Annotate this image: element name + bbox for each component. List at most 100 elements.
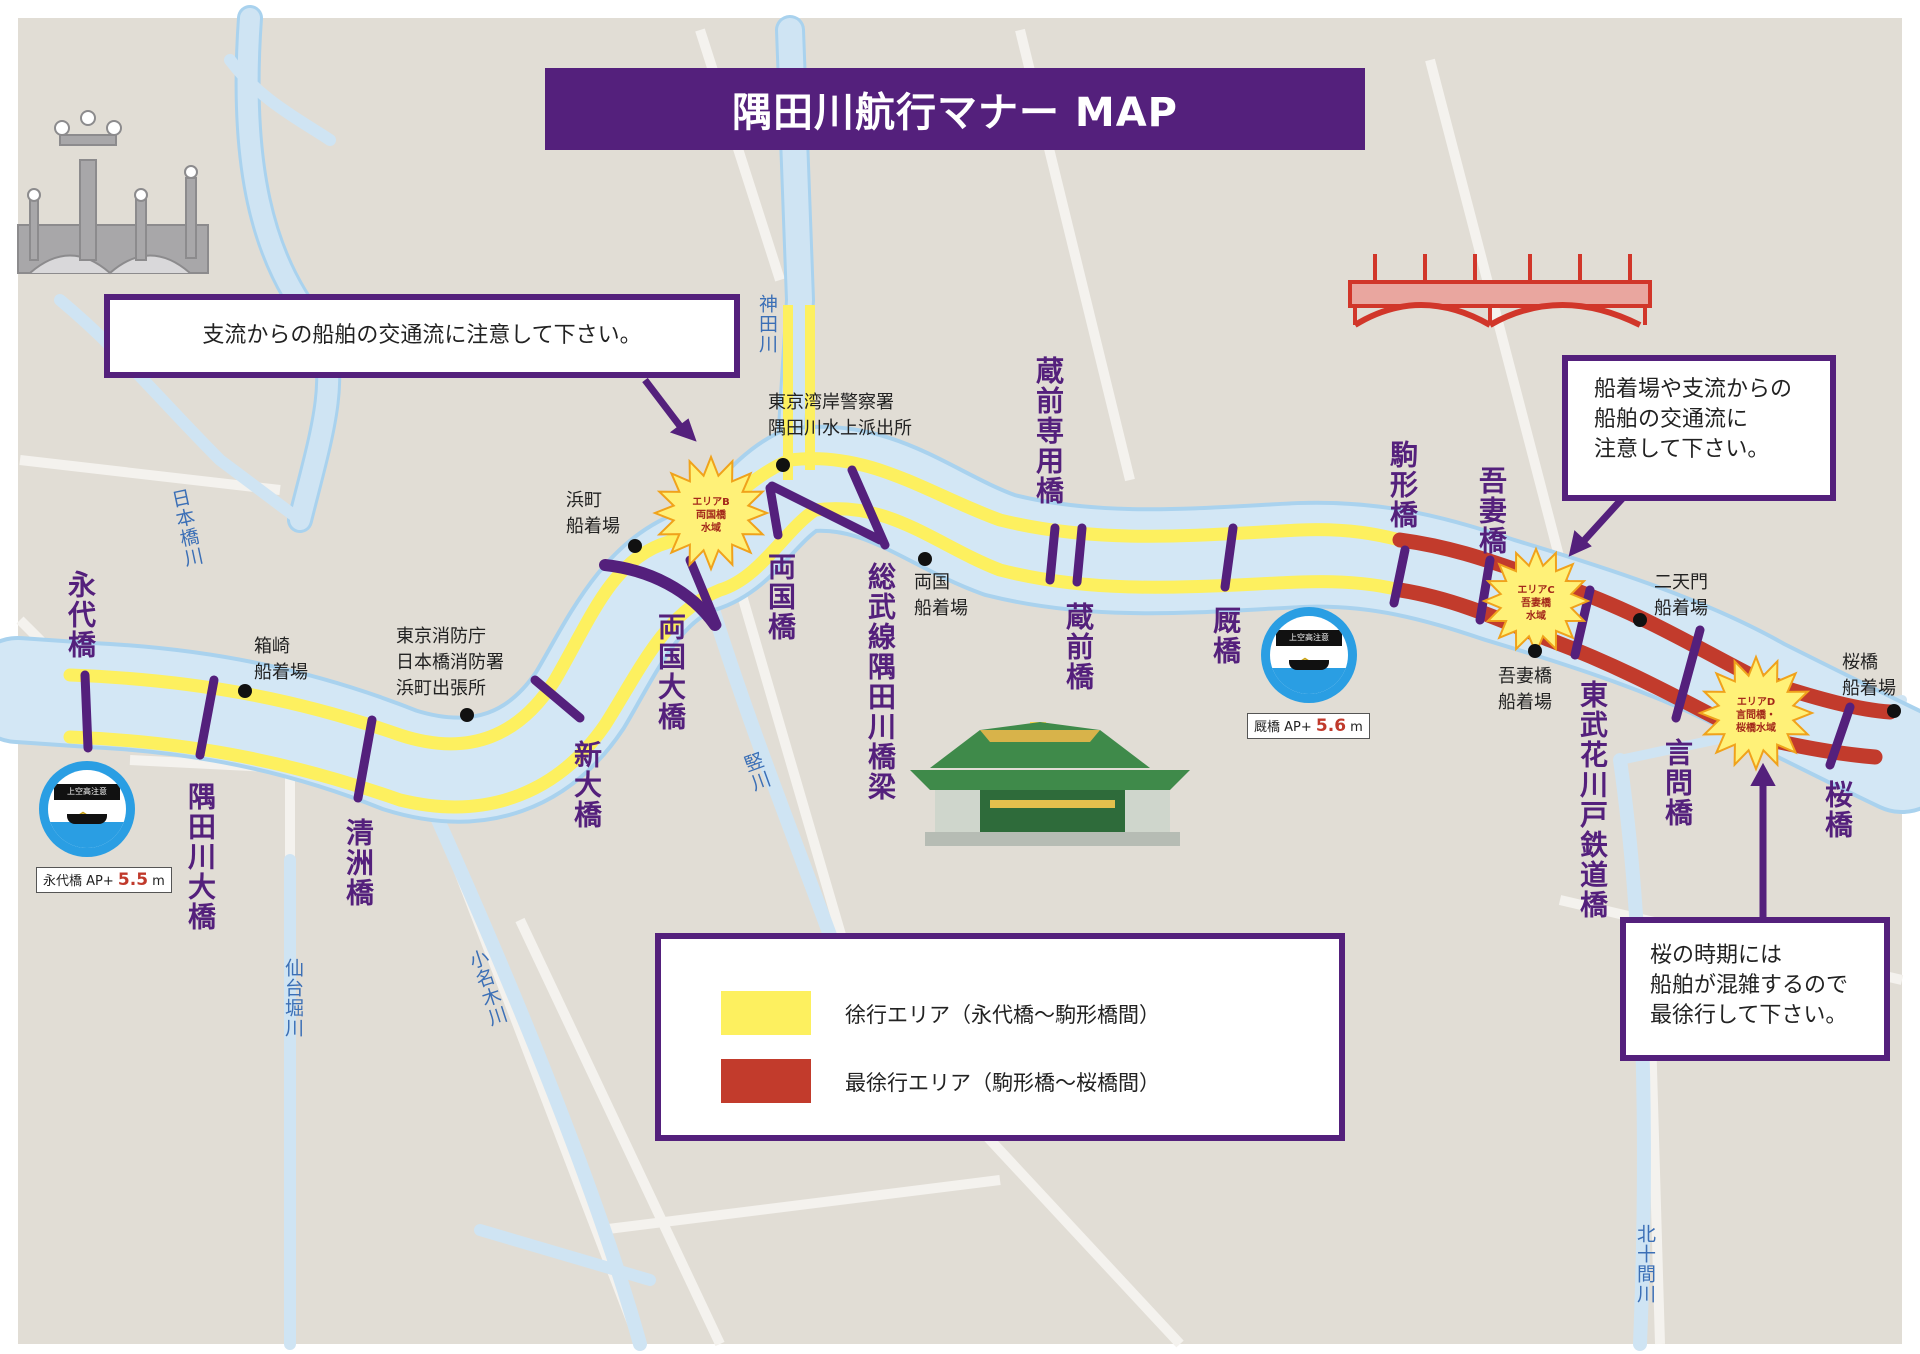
place-fire-station: 東京消防庁 日本橋消防署 浜町出張所 [396, 624, 504, 702]
place-line: 二天門 [1654, 572, 1708, 593]
callout-tributary-text: 支流からの船舶の交通流に注意して下さい。 [202, 323, 642, 348]
area-d-badge: エリアD 言問橋・ 桜橋水域 [1711, 668, 1801, 758]
water-icon [48, 822, 126, 848]
clearance-unit: m [152, 874, 165, 889]
area-line: エリアB [692, 497, 730, 508]
pier-dot-hamacho [628, 539, 642, 553]
place-nitenmon: 二天門 船着場 [1654, 570, 1708, 622]
callout-sakura: 桜の時期には 船舶が混雑するので 最徐行して下さい。 [1620, 917, 1890, 1061]
water-icon [1270, 668, 1348, 694]
bridge-label-sumidagawa-ohashi: 隅田川大橋 [184, 782, 217, 932]
legend: 徐行エリア（永代橋〜駒形橋間） 最徐行エリア（駒形橋〜桜橋間） [655, 933, 1345, 1141]
place-line: 浜町出張所 [396, 678, 486, 699]
area-c-badge: エリアC 吾妻橋 水域 [1491, 556, 1581, 646]
place-dot-police [776, 458, 790, 472]
pier-dot-hakozaki [238, 684, 252, 698]
bridge-label-tobu: 東武花川戸鉄道橋 [1576, 680, 1609, 920]
place-line: 箱崎 [254, 636, 290, 657]
clearance-label: 厩橋 AP+ [1254, 720, 1312, 735]
bridge-label-kototoi: 言問橋 [1661, 738, 1694, 828]
area-b-text: エリアB 両国橋 水域 [666, 496, 756, 535]
sign-text: 上空高注意 [54, 784, 120, 800]
boat-icon [67, 814, 107, 824]
river-label-kitajukken: 北十間川 [1634, 1224, 1656, 1304]
place-line: 船着場 [914, 598, 968, 619]
bridge-label-ryogoku: 両国橋 [764, 552, 797, 642]
callout-sakura-line: 桜の時期には [1650, 943, 1783, 968]
place-ryogoku-pier: 両国 船着場 [914, 570, 968, 622]
place-dot-fire-station [460, 708, 474, 722]
callout-pier-line: 船着場や支流からの [1594, 377, 1793, 402]
place-line: 東京湾岸警察署 [768, 392, 894, 413]
river-label-kanda: 神田川 [756, 294, 778, 354]
clearance-value: 5.5 [117, 870, 149, 890]
river-label-sendaibori: 仙台堀川 [282, 958, 304, 1038]
azumabashi-illustration [1348, 254, 1652, 328]
clearance-eitai: 永代橋 AP+ 5.5 m [36, 867, 172, 893]
area-b-badge: エリアB 両国橋 水域 [666, 468, 756, 558]
bridge-label-shin-ohashi: 新大橋 [570, 740, 603, 830]
kanda-yellow [783, 305, 815, 480]
sign-text: 上空高注意 [1276, 630, 1342, 646]
clearance-label: 永代橋 AP+ [43, 874, 114, 889]
place-azuma-pier: 吾妻橋 船着場 [1498, 664, 1552, 716]
place-line: 吾妻橋 [1498, 666, 1552, 687]
place-line: 船着場 [1498, 692, 1552, 713]
place-sakura-pier: 桜橋 船着場 [1842, 650, 1896, 702]
bridge-label-kiyosu: 清洲橋 [342, 818, 375, 908]
area-c-text: エリアC 吾妻橋 水域 [1491, 584, 1581, 623]
area-line: 両国橋 [696, 510, 726, 521]
place-hakozaki: 箱崎 船着場 [254, 634, 308, 686]
pier-dot-azuma [1528, 644, 1542, 658]
callout-pier-tributary: 船着場や支流からの 船舶の交通流に 注意して下さい。 [1562, 355, 1836, 501]
callout-sakura-line: 船舶が混雑するので [1650, 973, 1849, 998]
boat-icon [1289, 660, 1329, 670]
pier-dot-ryogoku [918, 552, 932, 566]
starbursts [652, 454, 1815, 772]
legend-label-slowest: 最徐行エリア（駒形橋〜桜橋間） [845, 1071, 1160, 1095]
bridge-label-eitai: 永代橋 [64, 570, 97, 660]
callout-pier-line: 船舶の交通流に [1594, 407, 1749, 432]
bridge-label-azuma: 吾妻橋 [1475, 466, 1508, 556]
place-line: 隅田川水上派出所 [768, 418, 912, 439]
clearance-umaya: 厩橋 AP+ 5.6 m [1247, 713, 1370, 739]
legend-label-slow: 徐行エリア（永代橋〜駒形橋間） [845, 1003, 1160, 1027]
place-line: 桜橋 [1842, 652, 1878, 673]
area-line: 水域 [1526, 611, 1546, 622]
place-line: 船着場 [566, 516, 620, 537]
place-line: 船着場 [254, 662, 308, 683]
clearance-sign-eitai: 上空高注意 ︿ [39, 761, 135, 857]
sign-inner: 上空高注意 ︿ [48, 770, 126, 848]
callout-tributary: 支流からの船舶の交通流に注意して下さい。 [104, 294, 740, 378]
bridge-label-sakura: 桜橋 [1821, 780, 1854, 840]
map-title: 隅田川航行マナー MAP [545, 68, 1365, 150]
clearance-sign-umaya: 上空高注意 ︿ [1261, 607, 1357, 703]
clearance-unit: m [1350, 720, 1363, 735]
place-police: 東京湾岸警察署 隅田川水上派出所 [768, 390, 912, 442]
area-d-text: エリアD 言問橋・ 桜橋水域 [1711, 696, 1801, 735]
pier-dot-sakura [1887, 704, 1901, 718]
ryogoku-ohashi-bar [599, 559, 721, 631]
bridge-label-umaya: 厩橋 [1209, 606, 1242, 666]
sign-inner: 上空高注意 ︿ [1270, 616, 1348, 694]
pier-dot-nitenmon [1633, 613, 1647, 627]
area-line: 水域 [701, 523, 721, 534]
area-line: 言問橋・ [1736, 710, 1776, 721]
clearance-value: 5.6 [1315, 716, 1347, 736]
place-line: 船着場 [1842, 678, 1896, 699]
legend-swatch-slowest [721, 1059, 811, 1103]
area-line: 桜橋水域 [1736, 723, 1776, 734]
bridge-label-ryogoku-ohashi: 両国大橋 [654, 612, 687, 732]
place-line: 日本橋消防署 [396, 652, 504, 673]
kokugikan-illustration [910, 722, 1190, 846]
area-line: エリアC [1517, 585, 1555, 596]
nihonbashi-illustration [17, 110, 209, 275]
bridge-label-sobu: 総武線隅田川橋梁 [864, 562, 897, 802]
bridge-label-kuramae: 蔵前橋 [1062, 602, 1095, 692]
callout-pier-line: 注意して下さい。 [1594, 437, 1770, 462]
place-line: 船着場 [1654, 598, 1708, 619]
legend-swatch-slow [721, 991, 811, 1035]
area-line: エリアD [1736, 697, 1776, 708]
place-line: 東京消防庁 [396, 626, 486, 647]
